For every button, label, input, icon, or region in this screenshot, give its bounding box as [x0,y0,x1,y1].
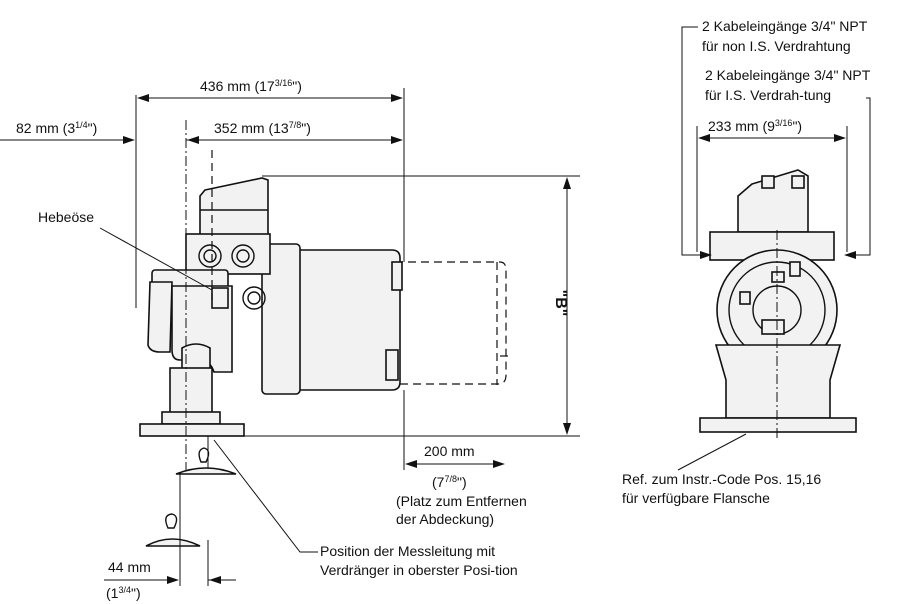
dimension-436-text: 436 mm (173/16") [200,78,302,94]
dimension-82: 82 mm (31/4") [0,120,199,144]
position-note-line1: Position der Messleitung mit [320,543,495,559]
removal-note-line2: der Abdeckung) [396,511,494,527]
cable-entry-is-callout: 2 Kabeleingänge 3/4" NPT für I.S. Verdra… [705,67,871,259]
lifting-eye-label: Hebeöse [38,209,94,225]
flange-ref-line2: für verfügbare Flansche [622,490,770,506]
removal-note-line1: (Platz zum Entfernen [396,493,527,509]
position-note-line2: Verdränger in oberster Posi-tion [320,562,518,578]
dimension-b: "B" [552,290,569,317]
dimension-44-text: 44 mm [108,559,151,575]
transmitter-housing [261,243,403,395]
cable-is-line2: für I.S. Verdrah-tung [705,87,831,103]
cover-removal-outline [395,261,510,385]
side-view: "B" 436 mm (173/16") 82 mm (31/4") 352 m… [0,78,580,601]
cable-is-line1: 2 Kabeleingänge 3/4" NPT [705,67,871,83]
dimension-352: 352 mm (137/8") [191,120,403,144]
dimension-436: 436 mm (173/16") [135,78,405,308]
cable-entry-3 [242,286,266,310]
position-callout: Position der Messleitung mit Verdränger … [213,439,518,578]
flange-reference-callout: Ref. zum Instr.-Code Pos. 15,16 für verf… [622,433,821,506]
flange-ref-line1: Ref. zum Instr.-Code Pos. 15,16 [622,471,821,487]
torque-tube-body [139,269,245,437]
dimension-44: 44 mm (13/4") [104,540,236,601]
displacer-assembly [145,120,237,547]
cable-entry-non-is-callout: 2 Kabeleingänge 3/4" NPT für non I.S. Ve… [681,18,868,259]
front-view: 233 mm (93/16") 2 Kabeleingänge 3/4" NPT… [622,18,871,506]
cable-entry-2 [231,244,255,268]
lifting-eye-callout: Hebeöse [38,209,213,291]
cable-non-is-line2: für non I.S. Verdrahtung [702,38,851,54]
dimension-200-text: 200 mm [424,443,475,459]
top-enclosure [185,177,271,310]
dimension-200: 200 mm (77/8") (Platz zum Entfernen der … [396,390,527,527]
dimension-352-text: 352 mm (137/8") [214,120,311,136]
cable-entry-1 [198,244,222,268]
dimension-233: 233 mm (93/16") [696,118,848,252]
front-housing [699,169,857,440]
dimension-233-text: 233 mm (93/16") [708,118,802,134]
dimension-44-inch: (13/4") [106,585,141,601]
dimension-82-text: 82 mm (31/4") [16,120,97,136]
height-dimension: "B" [244,175,580,437]
dimension-200-inch: (77/8") [432,474,467,490]
cable-non-is-line1: 2 Kabeleingänge 3/4" NPT [702,18,868,34]
